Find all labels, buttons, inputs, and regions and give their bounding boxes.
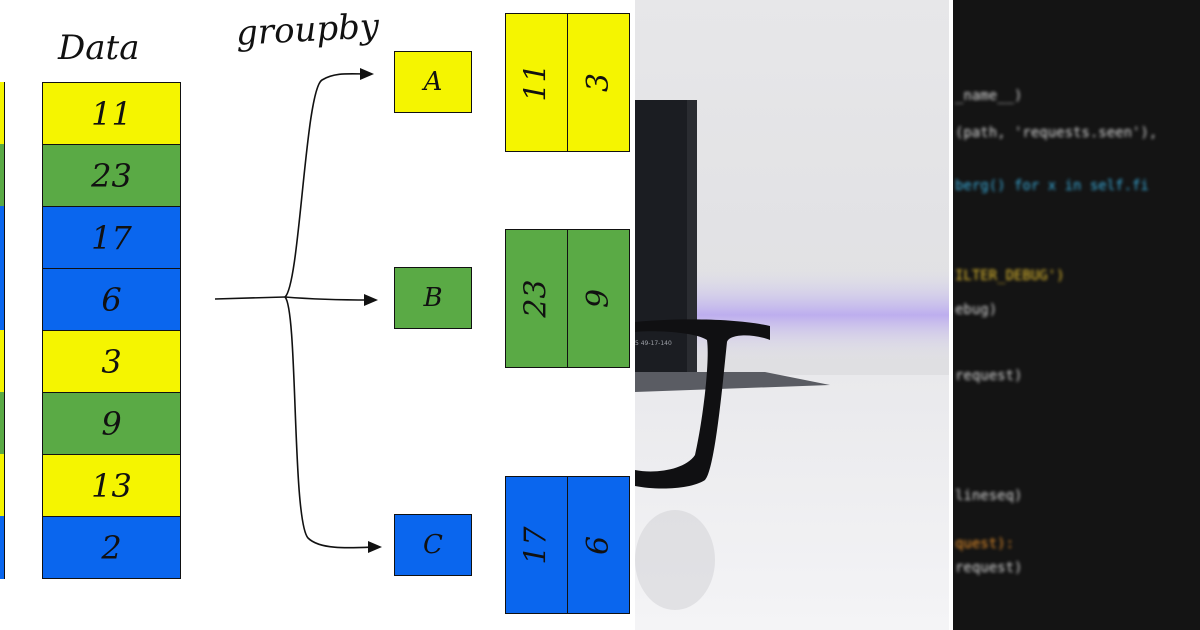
data-cell: 9 [42, 392, 181, 455]
group-value-text: 6 [581, 535, 616, 555]
cropped-edge-cell [0, 144, 5, 207]
laptop-bezel [687, 100, 697, 380]
blurred-code-photo: _name__) (path, 'requests.seen'), berg() f… [953, 0, 1200, 630]
arrowhead-c [368, 541, 382, 553]
group-value-text: 9 [581, 288, 616, 309]
code-line: request) [955, 560, 1023, 576]
group-value-cell: 3 [567, 13, 630, 152]
group-value-cell: 17 [505, 476, 568, 614]
cropped-edge-cell [0, 392, 5, 455]
cropped-edge-cell [0, 454, 5, 517]
glasses-frame [635, 319, 770, 489]
cropped-edge-cell [0, 516, 5, 579]
code-line: ebug) [955, 302, 998, 318]
arrowhead-b [364, 294, 378, 306]
code-line: request) [955, 368, 1023, 384]
data-cell: 3 [42, 330, 181, 393]
arrow-to-b [284, 296, 371, 301]
laptop-base [635, 372, 830, 392]
arrow-stem [214, 296, 286, 300]
code-line: berg() for x in self.fi [955, 178, 1149, 194]
data-cell: 23 [42, 144, 181, 207]
code-line: ILTER_DEBUG') [955, 268, 1065, 284]
photo-glasses-laptop: 5 49-17-140 [635, 0, 949, 630]
code-line: quest): [955, 536, 1015, 552]
group-value-cell: 23 [505, 229, 568, 368]
panel-divider [632, 0, 635, 630]
code-line: _name__) [955, 88, 1023, 104]
data-cell: 6 [42, 268, 181, 331]
group-key-c: C [394, 514, 472, 576]
code-line: lineseq) [955, 488, 1023, 504]
data-cell: 11 [42, 82, 181, 145]
group-value-cell: 6 [567, 476, 630, 614]
cropped-edge-cell [0, 206, 5, 269]
data-title: Data [58, 28, 140, 68]
data-cell: 17 [42, 206, 181, 269]
group-value-cell: 9 [567, 229, 630, 368]
code-line: (path, 'requests.seen'), [955, 125, 1158, 141]
data-cell: 13 [42, 454, 181, 517]
group-value-text: 3 [581, 72, 616, 93]
group-value-text: 11 [519, 63, 554, 102]
cropped-edge-cell [0, 330, 5, 393]
group-key-a: A [394, 51, 472, 113]
group-value-text: 23 [519, 279, 554, 318]
cropped-edge-cell [0, 268, 5, 331]
glasses-reflection [635, 510, 715, 610]
cropped-edge-cell [0, 82, 5, 145]
arrowhead-a [360, 68, 374, 80]
data-cell: 2 [42, 516, 181, 579]
arrow-to-a [284, 72, 369, 298]
laptop-label: 5 49-17-140 [635, 340, 672, 347]
panel-divider [949, 0, 953, 630]
group-value-cell: 11 [505, 13, 568, 152]
group-value-text: 17 [519, 525, 554, 565]
arrow-to-c [284, 296, 375, 549]
group-key-b: B [394, 267, 472, 329]
groupby-label: groupby [235, 6, 381, 54]
